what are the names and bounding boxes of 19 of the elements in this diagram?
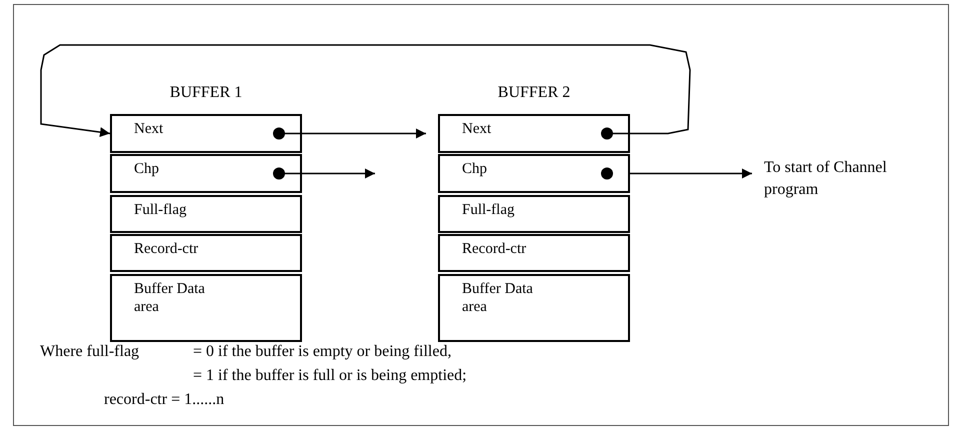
buffer-heading: BUFFER 2: [496, 84, 572, 102]
record-field: Chp: [110, 154, 302, 193]
arrow: [40, 44, 691, 138]
record-field: Full-flag: [438, 195, 630, 233]
note-text: = 0 if the buffer is empty or being filled,: [193, 343, 452, 361]
note-text: Where full-flag: [40, 343, 140, 361]
target-label: To start of Channel program: [764, 157, 924, 205]
note-text: record-ctr = 1......n: [104, 391, 224, 409]
record-field: Record-ctr: [438, 234, 630, 272]
buffer-heading: BUFFER 1: [168, 84, 244, 102]
note-text: = 1 if the buffer is full or is being emptied;: [193, 367, 467, 385]
record-field: Chp: [438, 154, 630, 193]
record-field: Next: [110, 114, 302, 153]
arrow: [630, 168, 752, 178]
record-field: Next: [438, 114, 630, 153]
record-field: Buffer Data area: [110, 274, 302, 342]
record-field: Full-flag: [110, 195, 302, 233]
record-field: Record-ctr: [110, 234, 302, 272]
record-field: Buffer Data area: [438, 274, 630, 342]
